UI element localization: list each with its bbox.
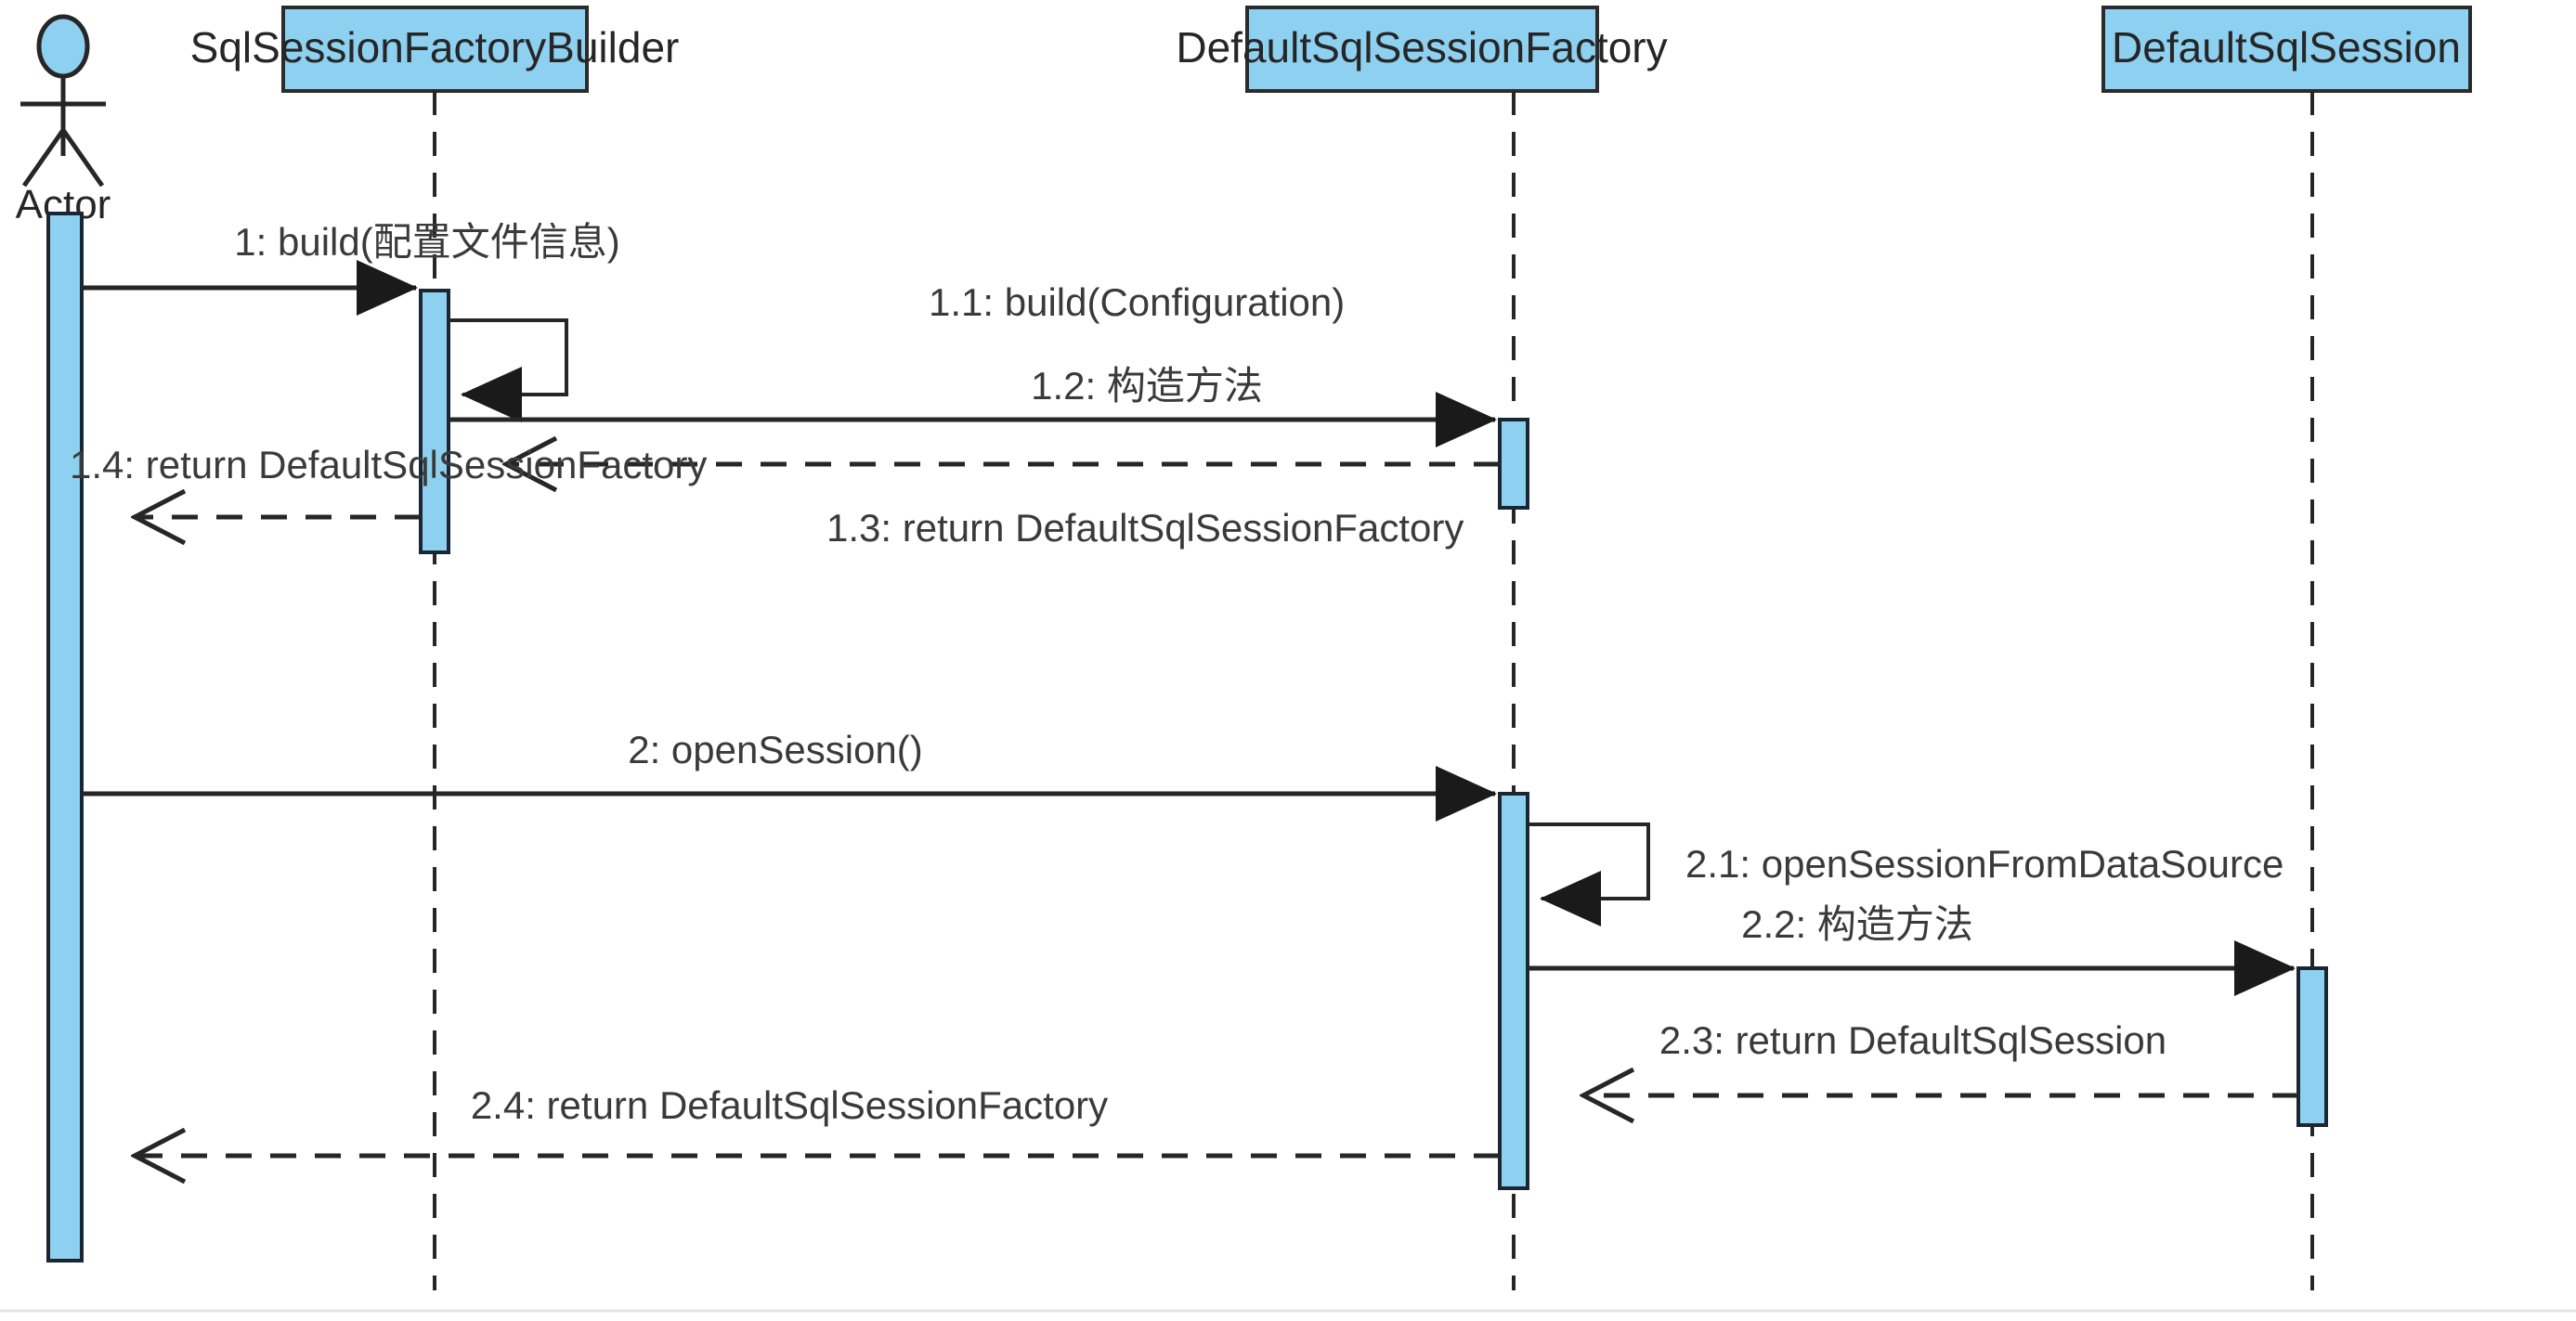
- participant-session-box[interactable]: [2101, 6, 2472, 93]
- actor-leg-right-icon: [60, 128, 105, 188]
- message-2-4-label: 2.4: return DefaultSqlSessionFactory: [471, 1083, 1108, 1127]
- participant-factory-box[interactable]: [1245, 6, 1599, 93]
- message-2-label: 2: openSession(): [628, 728, 923, 771]
- actor-head-icon: [36, 14, 90, 79]
- message-1-2-label: 1.2: 构造方法: [1031, 364, 1263, 408]
- participant-builder[interactable]: SqlSessionFactoryBuilder: [190, 6, 680, 93]
- participant-factory-activation-bar-2[interactable]: [1498, 792, 1529, 1190]
- actor-figure: Actor: [16, 14, 111, 227]
- participant-session[interactable]: DefaultSqlSession: [2101, 6, 2472, 93]
- actor-activation-bar[interactable]: [46, 212, 84, 1263]
- message-1-1-label: 1.1: build(Configuration): [929, 280, 1345, 324]
- message-2-4[interactable]: 2.4: return DefaultSqlSessionFactory: [135, 1083, 1500, 1156]
- message-1-1-self-arrow: [449, 318, 568, 422]
- participant-factory-activation-bar-1[interactable]: [1498, 418, 1529, 510]
- message-2-2-label: 2.2: 构造方法: [1741, 902, 1973, 946]
- message-1[interactable]: 1: build(配置文件信息): [82, 220, 620, 316]
- message-2-2[interactable]: 2.2: 构造方法: [1528, 902, 2296, 996]
- message-1-3-label: 1.3: return DefaultSqlSessionFactory: [826, 506, 1464, 550]
- participant-factory[interactable]: DefaultSqlSessionFactory: [1176, 6, 1668, 93]
- participant-builder-label: SqlSessionFactoryBuilder: [190, 23, 680, 71]
- message-1-4-label: 1.4: return DefaultSqlSessionFactory: [70, 443, 707, 486]
- message-2[interactable]: 2: openSession(): [82, 728, 1497, 822]
- message-2-3-label: 2.3: return DefaultSqlSession: [1659, 1018, 2166, 1062]
- message-1-label: 1: build(配置文件信息): [234, 220, 619, 264]
- message-2-1-label: 2.1: openSessionFromDataSource: [1685, 842, 2283, 886]
- participant-builder-activation-bar[interactable]: [419, 289, 450, 554]
- actor-leg-left-icon: [21, 128, 66, 188]
- message-2-1-self-arrow: [1528, 822, 1650, 926]
- participant-session-activation-bar[interactable]: [2296, 966, 2328, 1127]
- participant-factory-label: DefaultSqlSessionFactory: [1176, 23, 1667, 71]
- message-2-3[interactable]: 2.3: return DefaultSqlSession: [1583, 1018, 2298, 1095]
- message-1-1[interactable]: 1.1: build(Configuration): [449, 280, 1345, 422]
- message-1-3[interactable]: 1.3: return DefaultSqlSessionFactory: [506, 464, 1500, 550]
- participant-session-label: DefaultSqlSession: [2112, 23, 2461, 71]
- message-2-1[interactable]: 2.1: openSessionFromDataSource: [1528, 822, 2283, 926]
- message-1-2[interactable]: 1.2: 构造方法: [449, 364, 1497, 447]
- message-1-4[interactable]: 1.4: return DefaultSqlSessionFactory: [70, 443, 707, 517]
